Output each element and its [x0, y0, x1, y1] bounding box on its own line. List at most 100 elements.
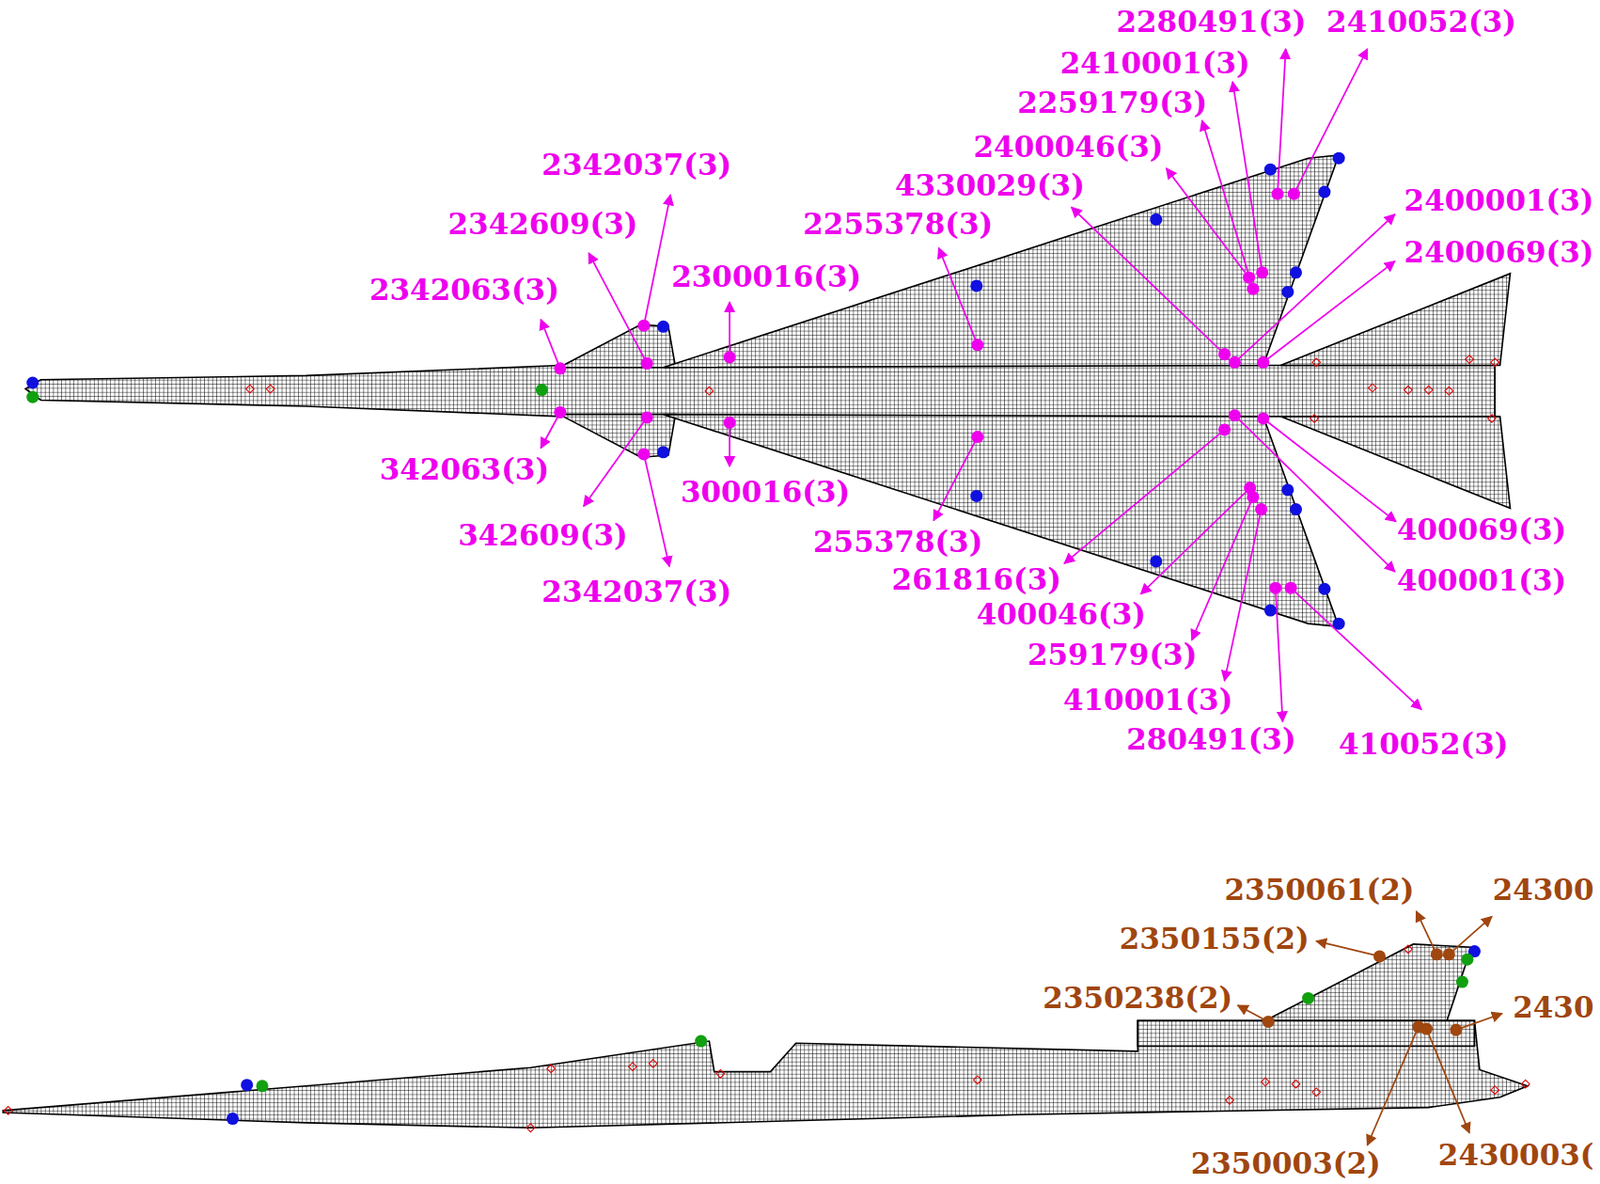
mesh-region [1265, 943, 1472, 1020]
node-point [1269, 581, 1282, 595]
callout-number: 2259179(3) [1017, 88, 1208, 118]
leader-arrow [1224, 509, 1262, 681]
node-point [1289, 502, 1302, 516]
node-point [535, 383, 549, 396]
node-point [240, 1078, 253, 1091]
constraint-marker [1444, 386, 1454, 395]
leader-arrow [1275, 587, 1284, 722]
node-point [971, 338, 984, 351]
node-point [1246, 282, 1259, 296]
callout-number: 2350061(2) [1224, 875, 1415, 905]
constraint-marker [1291, 1079, 1301, 1088]
callout-number: 2400001(3) [1404, 186, 1595, 216]
node-point [1443, 947, 1456, 960]
node-point [637, 447, 650, 460]
node-point [970, 279, 983, 292]
mesh-region [559, 324, 676, 368]
leader-arrow [1234, 214, 1395, 362]
node-point [970, 489, 983, 502]
callout-number: 261816(3) [892, 564, 1062, 595]
node-point [694, 1035, 707, 1048]
callout-number: 2400046(3) [973, 132, 1164, 162]
callout-number: 410052(3) [1338, 729, 1508, 759]
node-point [1149, 213, 1162, 226]
constraint-marker [1310, 414, 1319, 424]
mesh-region [25, 365, 1495, 417]
callout-number: 2280491(3) [1115, 7, 1306, 37]
constraint-marker [648, 1059, 658, 1068]
node-point [1333, 152, 1346, 165]
leader-arrow [1293, 48, 1367, 194]
mesh-region [1137, 1019, 1475, 1046]
constraint-marker [547, 1064, 556, 1073]
leader-arrow [1234, 415, 1395, 572]
constraint-marker [1225, 1096, 1235, 1105]
node-point [1281, 483, 1294, 496]
constraint-marker [1404, 385, 1413, 394]
callout-number: 300016(3) [680, 477, 850, 507]
callout-number: 2410001(3) [1060, 48, 1251, 79]
node-point [1281, 285, 1294, 299]
node-point [1289, 266, 1302, 279]
constraint-marker [1521, 1079, 1530, 1088]
callout-number: 2400069(3) [1404, 237, 1595, 267]
constraint-marker [1312, 1087, 1321, 1097]
callout-number: 4330029(3) [894, 171, 1085, 201]
leader-arrow [540, 319, 561, 369]
callout-number: 400001(3) [1396, 565, 1567, 596]
leader-arrow [643, 454, 670, 566]
callout-number: 2350155(2) [1119, 924, 1310, 954]
leader-arrow [1290, 587, 1422, 709]
node-point [1287, 188, 1301, 201]
node-point [1262, 1015, 1275, 1028]
constraint-marker [3, 1106, 13, 1115]
callout-number: 259179(3) [1027, 640, 1197, 670]
constraint-marker [1490, 358, 1500, 367]
callout-number: 255378(3) [813, 527, 983, 557]
leader-arrow [1426, 1028, 1470, 1133]
node-point [1242, 271, 1255, 284]
callout-number: 2342037(3) [541, 577, 732, 607]
leader-arrow [1071, 206, 1225, 354]
node-point [1218, 423, 1231, 436]
constraint-marker [1465, 355, 1475, 364]
node-point [26, 376, 39, 389]
constraint-marker [1488, 414, 1497, 424]
leader-arrow [1064, 429, 1224, 564]
mesh-region [2, 1019, 1528, 1128]
node-point [553, 406, 566, 419]
mesh-region [663, 414, 1340, 628]
leader-arrow [1316, 941, 1380, 957]
node-point [1373, 949, 1386, 962]
constraint-marker [1424, 385, 1433, 394]
callout-number: 400046(3) [976, 599, 1146, 629]
constraint-marker [526, 1123, 535, 1132]
node-point [1285, 581, 1298, 595]
constraint-marker [246, 384, 255, 393]
callout-number: 2410052(3) [1326, 7, 1517, 37]
leader-arrow [728, 301, 731, 358]
callout-number: 2255378(3) [802, 209, 993, 239]
node-point [1460, 953, 1474, 966]
node-point [1264, 163, 1277, 176]
node-point [723, 416, 737, 429]
node-point [641, 410, 654, 424]
node-point [1333, 617, 1346, 630]
constraint-marker [1490, 1085, 1500, 1095]
leader-arrow [933, 437, 978, 521]
callout-number: 24300 [1492, 875, 1595, 905]
node-point [657, 320, 670, 333]
constraint-marker [628, 1062, 638, 1071]
node-point [1228, 356, 1241, 369]
callout-number: 280491(3) [1126, 724, 1296, 754]
node-point [971, 430, 984, 443]
node-point [637, 319, 650, 332]
node-point [1270, 188, 1284, 201]
leader-arrow [939, 248, 978, 346]
node-point [1456, 975, 1469, 989]
node-point [1264, 604, 1277, 617]
callout-number: 400069(3) [1396, 515, 1567, 545]
node-point [1254, 502, 1268, 516]
leader-arrow [1277, 48, 1287, 194]
